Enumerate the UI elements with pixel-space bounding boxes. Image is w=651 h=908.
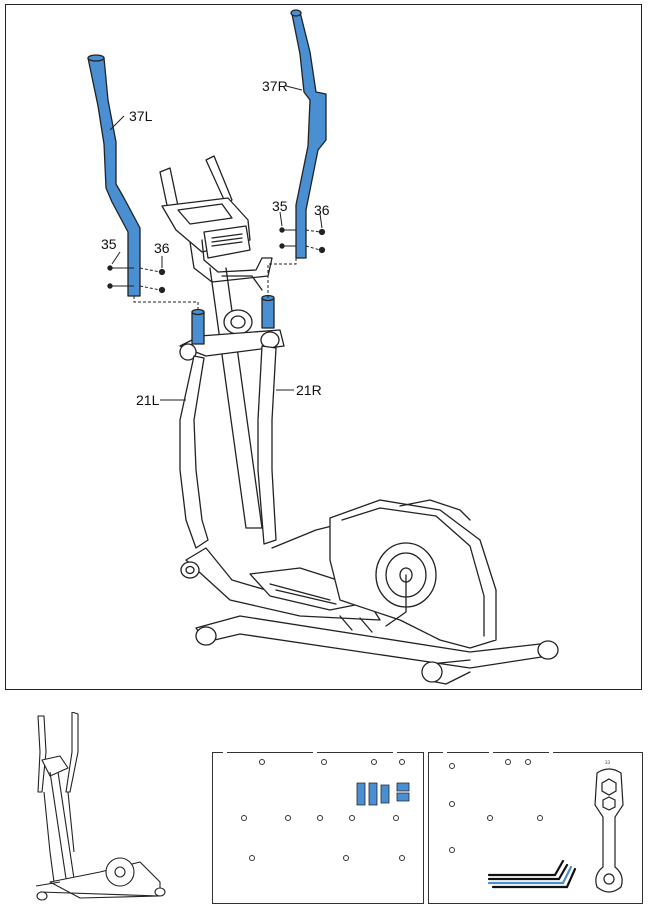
bracket-parts — [356, 782, 410, 806]
label-35-left: 35 — [101, 236, 117, 252]
label-37r: 37R — [262, 78, 288, 94]
label-36-left: 36 — [154, 240, 170, 256]
hardware-panel-right: 33 — [428, 752, 643, 904]
wrench-tool — [594, 768, 624, 893]
handlebar-37l — [87, 57, 141, 297]
hardware-right — [267, 211, 326, 298]
hardware-panel-left — [212, 752, 424, 904]
label-21l: 21L — [136, 392, 160, 408]
assembly-diagram — [87, 9, 559, 685]
stub-post-right — [261, 297, 275, 329]
label-37l: 37L — [129, 108, 153, 124]
label-21r: 21R — [296, 382, 322, 398]
assembled-thumbnail — [35, 712, 166, 901]
label-35-right: 35 — [272, 198, 288, 214]
allen-keys — [487, 859, 577, 889]
handlebar-37r — [291, 11, 327, 259]
label-36-right: 36 — [314, 202, 330, 218]
stub-post-left — [191, 311, 205, 345]
assembly-diagram-frame — [5, 4, 642, 690]
hardware-left — [107, 251, 199, 312]
tool-number: 33 — [605, 760, 611, 765]
